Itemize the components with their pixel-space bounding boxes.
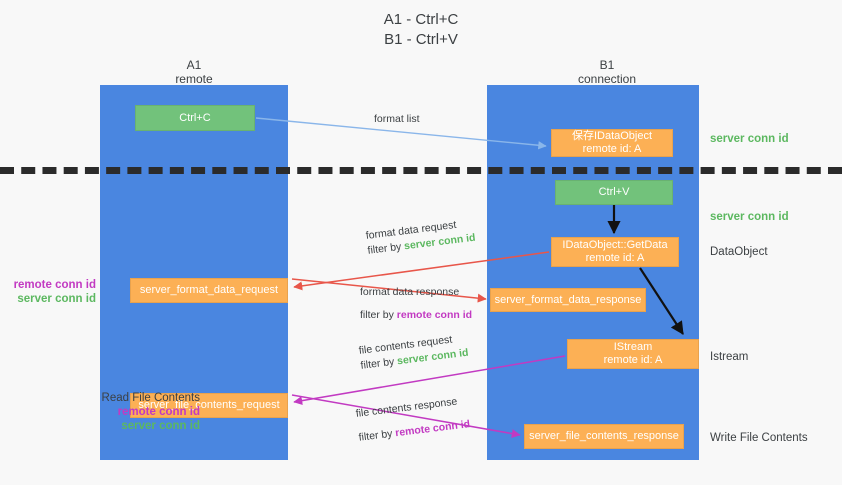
filter-value-remote-conn-id: remote conn id bbox=[396, 309, 473, 321]
filter-prefix: filter by bbox=[366, 240, 405, 257]
annotation-file-contents-response-filter: filter by remote conn id bbox=[358, 417, 471, 446]
filter-prefix: filter by bbox=[358, 427, 397, 444]
label-server-conn-id-mid-left: server conn id bbox=[17, 293, 96, 305]
box-server-file-contents-request[interactable]: server_file_contents_request bbox=[130, 393, 288, 418]
box-idataobject-getdata[interactable]: IDataObject::GetData remote id: A bbox=[551, 237, 679, 267]
label-dataobject: DataObject bbox=[710, 246, 768, 258]
phase-divider bbox=[0, 167, 842, 174]
filter-prefix: filter by bbox=[359, 355, 398, 372]
box-server-format-data-response[interactable]: server_format_data_response bbox=[490, 288, 646, 312]
annotation-format-data-response-filter: filter by remote conn id bbox=[360, 308, 472, 323]
label-write-file-contents: Write File Contents bbox=[710, 432, 808, 444]
annotation-format-data-response: format data response filter by remote co… bbox=[360, 285, 472, 323]
box-save-idataobject[interactable]: 保存IDataObject remote id: A bbox=[551, 129, 673, 157]
box-ctrl-v[interactable]: Ctrl+V bbox=[555, 180, 673, 205]
filter-prefix: filter by bbox=[360, 309, 397, 321]
label-read-file-contents: Read File Contents bbox=[101, 392, 200, 404]
annotation-file-contents-response: file contents response filter by remote … bbox=[355, 393, 471, 445]
annotation-file-contents-request: file contents request filter by server c… bbox=[358, 331, 469, 374]
label-istream: Istream bbox=[710, 351, 749, 363]
annotation-format-data-response-title: format data response bbox=[360, 286, 460, 298]
box-istream[interactable]: IStream remote id: A bbox=[567, 339, 699, 369]
box-server-format-data-request[interactable]: server_format_data_request bbox=[130, 278, 288, 303]
label-group-read-file: Read File Contents remote conn id server… bbox=[0, 391, 200, 433]
label-remote-conn-id-mid: remote conn id bbox=[13, 279, 96, 291]
page-title: A1 - Ctrl+C B1 - Ctrl+V bbox=[383, 11, 459, 48]
label-server-conn-id-top: server conn id bbox=[710, 133, 789, 145]
label-remote-conn-id-bottom: remote conn id bbox=[117, 406, 200, 418]
annotation-format-data-request: format data request filter by server con… bbox=[365, 216, 476, 259]
annotation-format-list-text: format list bbox=[374, 113, 420, 125]
filter-value-remote-conn-id: remote conn id bbox=[394, 418, 471, 440]
label-server-conn-id-mid: server conn id bbox=[710, 211, 789, 223]
column-header-a1: A1 remote bbox=[175, 58, 213, 86]
label-group-conn-ids-mid: remote conn id server conn id bbox=[0, 278, 96, 306]
box-ctrl-c[interactable]: Ctrl+C bbox=[135, 105, 255, 131]
annotation-format-list: format list bbox=[374, 112, 420, 127]
label-server-conn-id-bottom: server conn id bbox=[121, 420, 200, 432]
column-header-b1: B1 connection bbox=[577, 58, 637, 86]
annotation-file-contents-response-title: file contents response bbox=[355, 395, 458, 420]
box-server-file-contents-response[interactable]: server_file_contents_response bbox=[524, 424, 684, 449]
